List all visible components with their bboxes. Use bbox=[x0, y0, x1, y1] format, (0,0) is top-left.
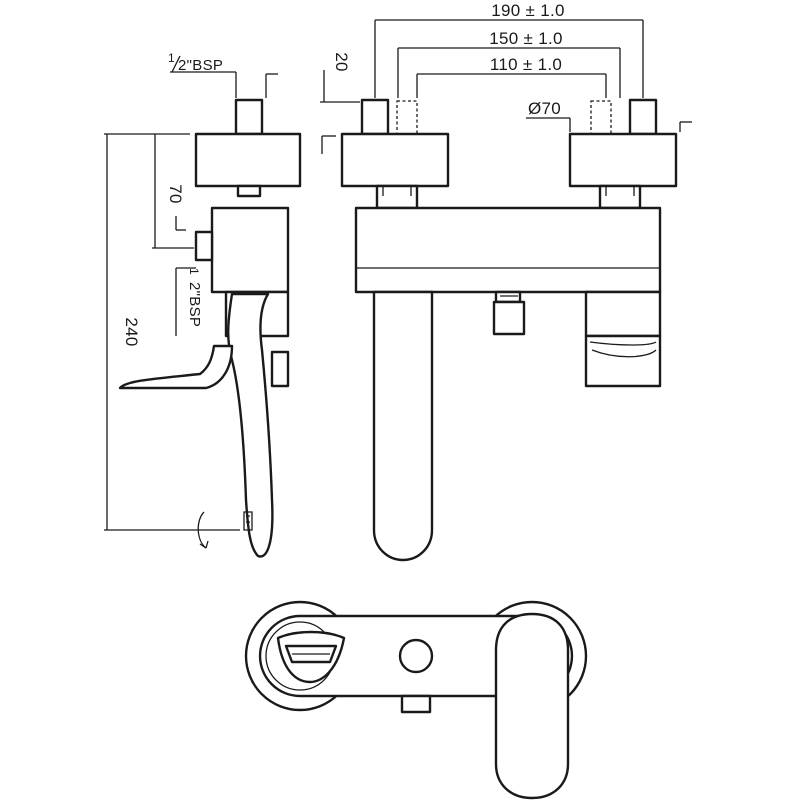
plan-diverter-stem bbox=[400, 694, 432, 714]
side-inlet-pipe bbox=[234, 98, 264, 136]
side-escutcheon bbox=[194, 132, 302, 188]
thread-side-rest: 2"BSP bbox=[186, 282, 203, 327]
thread-top-rest: 2"BSP bbox=[178, 57, 223, 74]
plan-view bbox=[244, 600, 588, 800]
side-knob bbox=[270, 350, 290, 388]
dim-190-label: 190 ± 1.0 bbox=[491, 1, 564, 20]
front-spout-upper bbox=[584, 290, 662, 338]
front-escutcheon-right bbox=[568, 132, 678, 188]
dim-20-label: 20 bbox=[332, 52, 351, 72]
front-inlet-dashed-right bbox=[590, 100, 612, 135]
front-diverter-button bbox=[492, 300, 526, 336]
front-main-body bbox=[354, 206, 662, 294]
dim-240-label: 240 bbox=[122, 317, 141, 346]
dim-70-label: 70 bbox=[166, 184, 185, 204]
front-diverter-stem bbox=[494, 290, 522, 304]
side-outlet-stub bbox=[194, 230, 214, 262]
front-dimensions: 190 ± 1.0 150 ± 1.0 110 ± 1.0 20 Ø70 bbox=[320, 1, 692, 154]
side-view bbox=[118, 98, 302, 558]
front-escutcheon-left bbox=[340, 132, 450, 188]
front-inlet-right bbox=[628, 98, 658, 136]
plan-diverter bbox=[398, 638, 434, 674]
side-handle bbox=[227, 292, 274, 558]
front-view bbox=[340, 98, 678, 562]
dim-diameter-label: Ø70 bbox=[528, 99, 561, 118]
front-spout-outlet bbox=[584, 334, 662, 388]
side-connector bbox=[236, 184, 262, 198]
side-aerator bbox=[243, 511, 253, 531]
front-handle bbox=[372, 290, 434, 562]
dim-110-label: 110 ± 1.0 bbox=[490, 55, 562, 74]
front-spout-curve bbox=[589, 341, 657, 346]
thread-top-half: 1 bbox=[168, 51, 175, 65]
dim-150-label: 150 ± 1.0 bbox=[489, 29, 562, 48]
front-inlet-left bbox=[360, 98, 390, 136]
thread-side-half: 1 bbox=[187, 268, 201, 275]
plan-handle bbox=[494, 612, 570, 800]
side-lever bbox=[118, 344, 234, 390]
side-rotation-arrow-head bbox=[199, 540, 209, 549]
side-dimensions: 240 70 1 2"BSP 1 2"BSP bbox=[104, 51, 278, 531]
side-body bbox=[210, 206, 290, 294]
front-inlet-dashed-left bbox=[396, 100, 418, 135]
